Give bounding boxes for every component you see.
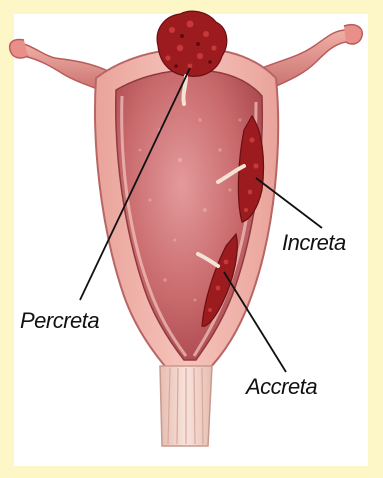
- cervix: [160, 366, 212, 446]
- percreta-label: Percreta: [20, 308, 99, 334]
- increta-label: Increta: [282, 230, 346, 256]
- accreta-label: Accreta: [246, 374, 317, 400]
